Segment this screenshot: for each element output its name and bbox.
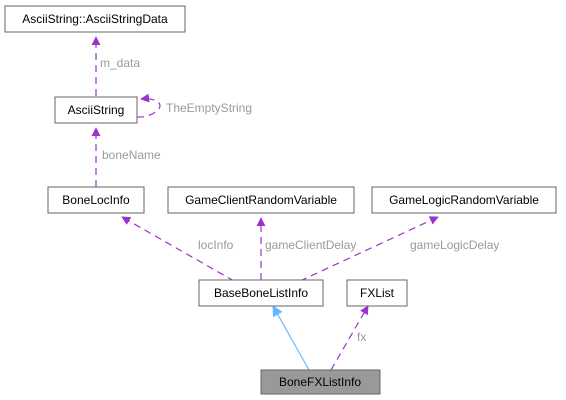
node-game-logic-random-variable[interactable]: GameLogicRandomVariable	[371, 186, 557, 214]
edge-game-logic-delay	[299, 216, 439, 282]
edge-label-game-client-delay: gameClientDelay	[265, 238, 356, 252]
edge-label-game-logic-delay: gameLogicDelay	[410, 238, 499, 252]
edge-fx	[330, 305, 369, 371]
node-ascii-string[interactable]: AsciiString	[54, 96, 138, 124]
node-label-game-logic-random-variable: GameLogicRandomVariable	[389, 193, 539, 207]
edges: m_data TheEmptyString boneName locInfo g…	[91, 36, 499, 371]
edge-label-bone-name: boneName	[102, 148, 161, 162]
node-ascii-string-data[interactable]: AsciiString::AsciiStringData	[4, 5, 186, 33]
node-label-base-bone-list-info: BaseBoneListInfo	[214, 286, 308, 300]
node-label-bone-loc-info: BoneLocInfo	[62, 193, 130, 207]
edge-label-the-empty-string: TheEmptyString	[166, 101, 252, 115]
edge-inheritance	[272, 305, 310, 371]
node-label-fx-list: FXList	[360, 286, 395, 300]
node-label-ascii-string: AsciiString	[68, 103, 125, 117]
node-label-bone-fx-list-info: BoneFXListInfo	[279, 375, 361, 389]
edge-label-m-data: m_data	[100, 56, 140, 70]
node-game-client-random-variable[interactable]: GameClientRandomVariable	[167, 186, 355, 214]
node-fx-list[interactable]: FXList	[346, 279, 408, 307]
edge-label-fx: fx	[357, 330, 366, 344]
node-base-bone-list-info[interactable]: BaseBoneListInfo	[198, 279, 324, 307]
node-bone-fx-list-info[interactable]: BoneFXListInfo	[260, 369, 381, 395]
edge-the-empty-string	[136, 93, 161, 118]
edge-label-loc-info: locInfo	[198, 238, 234, 252]
node-bone-loc-info[interactable]: BoneLocInfo	[47, 186, 145, 214]
nodes: AsciiString::AsciiStringData AsciiString…	[4, 5, 557, 395]
edge-loc-info	[121, 216, 235, 282]
node-label-ascii-string-data: AsciiString::AsciiStringData	[22, 12, 168, 26]
node-label-game-client-random-variable: GameClientRandomVariable	[185, 193, 337, 207]
